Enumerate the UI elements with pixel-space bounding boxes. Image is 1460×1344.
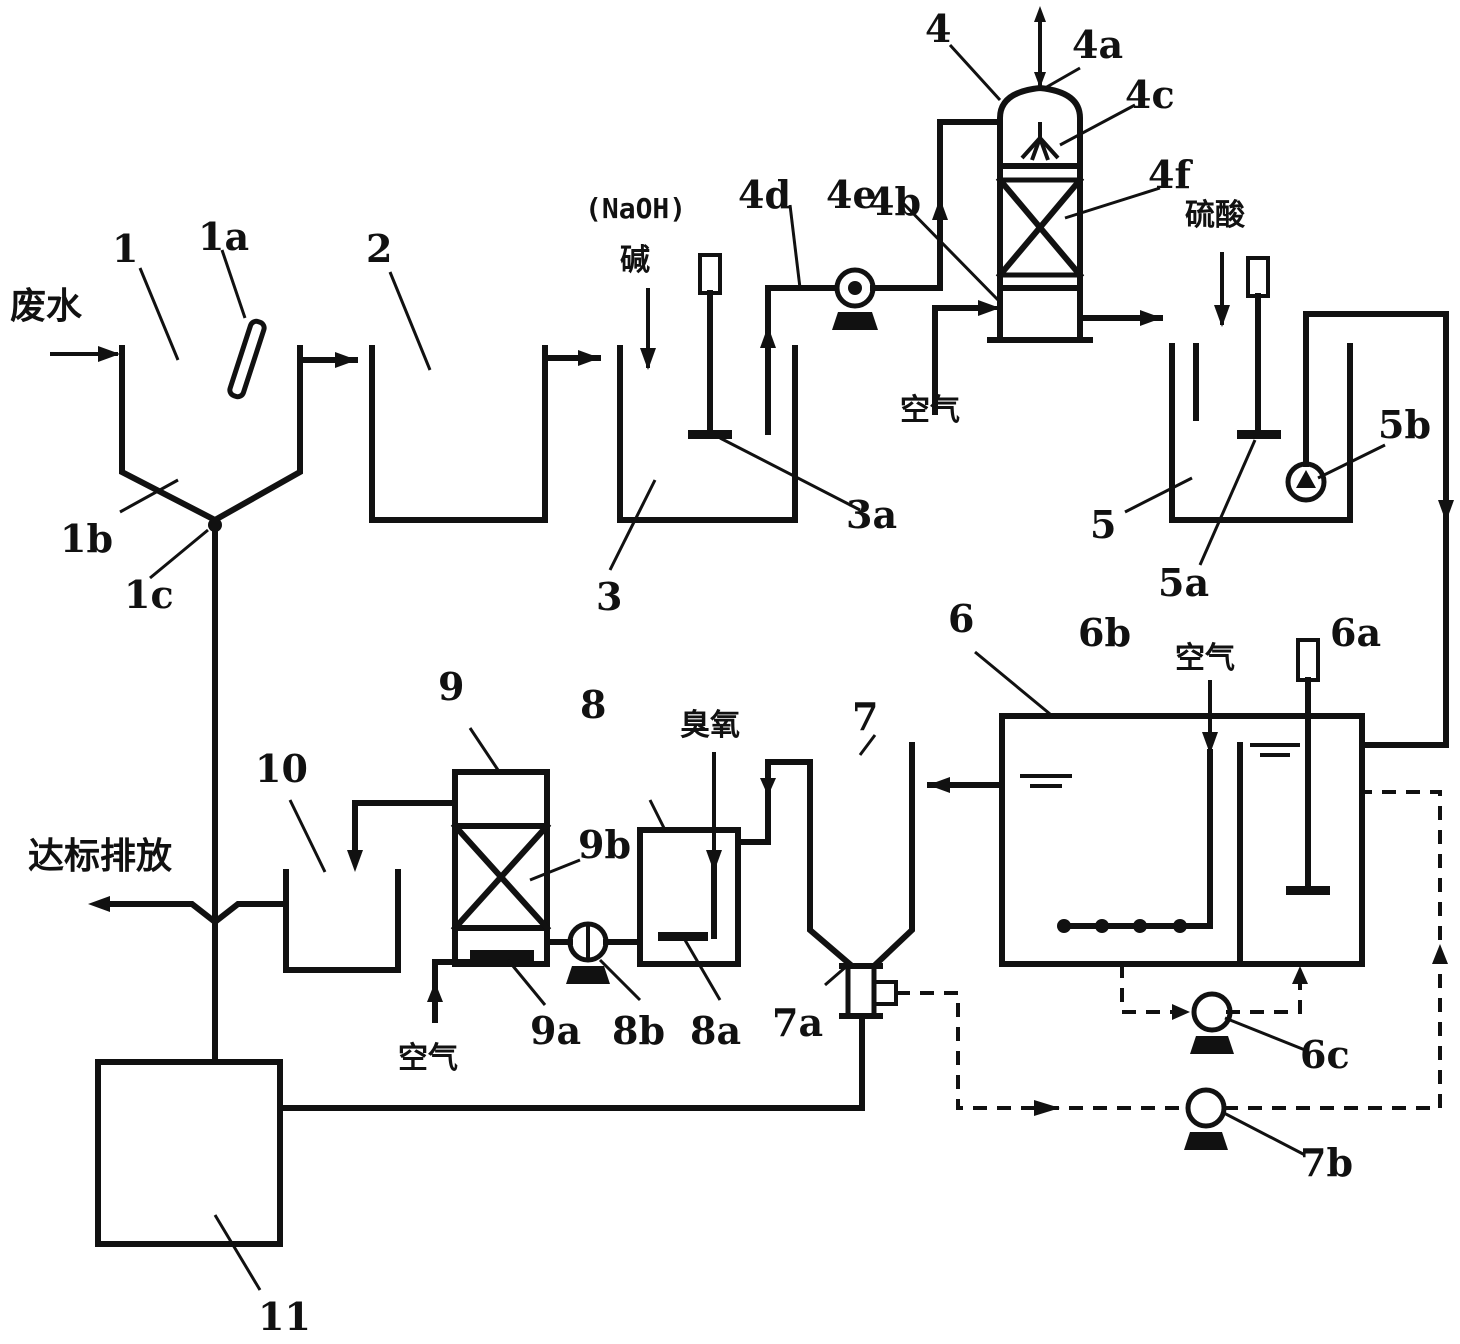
pump-8b	[566, 921, 610, 984]
text-wastewater: 废水	[10, 286, 83, 327]
pipe-7b-in	[896, 991, 1186, 1110]
pipe-10-discharge	[105, 901, 289, 926]
label-4b: 4b	[868, 179, 921, 224]
label-1: 1	[112, 226, 138, 271]
aerator-6b	[1061, 749, 1213, 929]
tank-3	[617, 253, 836, 523]
label-3a: 3a	[846, 492, 897, 537]
tank-2	[369, 345, 548, 523]
label-6b: 6b	[1078, 610, 1131, 655]
label-2: 2	[366, 226, 392, 271]
label-5a: 5a	[1158, 560, 1209, 605]
pipe-7-to-8	[735, 759, 813, 845]
text-alkali: 碱	[620, 243, 650, 278]
label-8a: 8a	[690, 1008, 741, 1053]
label-6: 6	[948, 596, 974, 641]
text-air-9a: 空气	[398, 1041, 458, 1076]
label-1c: 1c	[124, 572, 174, 617]
label-10: 10	[255, 746, 308, 791]
label-6a: 6a	[1330, 610, 1381, 655]
tank-1	[119, 345, 303, 1063]
text-discharge: 达标排放	[28, 836, 172, 877]
settler-7	[277, 742, 915, 1111]
label-4: 4	[925, 6, 951, 51]
label-7: 7	[852, 694, 878, 739]
stirrer-blade-3a	[688, 430, 732, 439]
label-7a: 7a	[772, 1000, 823, 1045]
tank-5	[1169, 252, 1454, 748]
stirrer-motor-3a	[698, 253, 722, 295]
tower-4	[932, 6, 1093, 415]
tank-6	[999, 638, 1365, 967]
pipe-6c-in	[1120, 964, 1190, 1014]
label-4c: 4c	[1125, 72, 1175, 117]
label-3: 3	[596, 574, 622, 619]
pump-4e	[832, 267, 878, 330]
label-5: 5	[1090, 502, 1116, 547]
label-4a: 4a	[1072, 22, 1123, 67]
text-air-4b: 空气	[900, 393, 960, 428]
sprayer-4c	[1020, 122, 1060, 161]
pipe-7-to-11	[277, 1013, 865, 1111]
pipe-4d	[765, 285, 836, 435]
column-9	[427, 769, 552, 1023]
stirrer-blade-6a	[1286, 886, 1330, 895]
stirrer-motor-5a	[1246, 256, 1270, 298]
pipe-9-to-10	[352, 800, 458, 861]
label-9: 9	[438, 664, 464, 709]
label-4d: 4d	[738, 172, 791, 217]
aerator-9a	[470, 950, 534, 961]
leader-lines	[119, 43, 1386, 1291]
valve-1c	[208, 518, 222, 532]
packing-4f	[997, 177, 1083, 278]
label-8b: 8b	[612, 1008, 665, 1053]
tank-10	[283, 869, 401, 973]
text-sulfuric-acid: 硫酸	[1185, 198, 1246, 233]
label-4f: 4f	[1148, 152, 1193, 197]
sludge-outlet-7a	[845, 963, 877, 1019]
text-ozone: 臭氧	[680, 708, 740, 743]
screen-1a	[227, 318, 267, 400]
air-inlet-9a	[432, 959, 473, 1023]
label-9b: 9b	[578, 822, 631, 867]
label-1b: 1b	[60, 516, 113, 561]
pump-6c	[1190, 991, 1234, 1054]
label-7b: 7b	[1300, 1140, 1353, 1185]
tank-8	[637, 752, 741, 967]
label-9a: 9a	[530, 1008, 581, 1053]
stirrer-motor-6a	[1296, 638, 1320, 682]
text-air-6b: 空气	[1175, 641, 1235, 676]
label-11: 11	[258, 1294, 311, 1339]
label-8: 8	[580, 682, 606, 727]
diffuser-8a	[658, 932, 708, 941]
label-6c: 6c	[1300, 1032, 1350, 1077]
label-1a: 1a	[198, 214, 249, 259]
label-4e: 4e	[826, 172, 877, 217]
label-5b: 5b	[1378, 402, 1431, 447]
tank-11	[95, 1059, 283, 1247]
stirrer-blade-5a	[1237, 430, 1281, 439]
pipe-5-to-6	[1303, 311, 1449, 748]
pipe-6c-out	[1226, 972, 1302, 1014]
text-naoh: (NaOH)	[585, 192, 686, 225]
pump-7b	[1184, 1087, 1228, 1150]
